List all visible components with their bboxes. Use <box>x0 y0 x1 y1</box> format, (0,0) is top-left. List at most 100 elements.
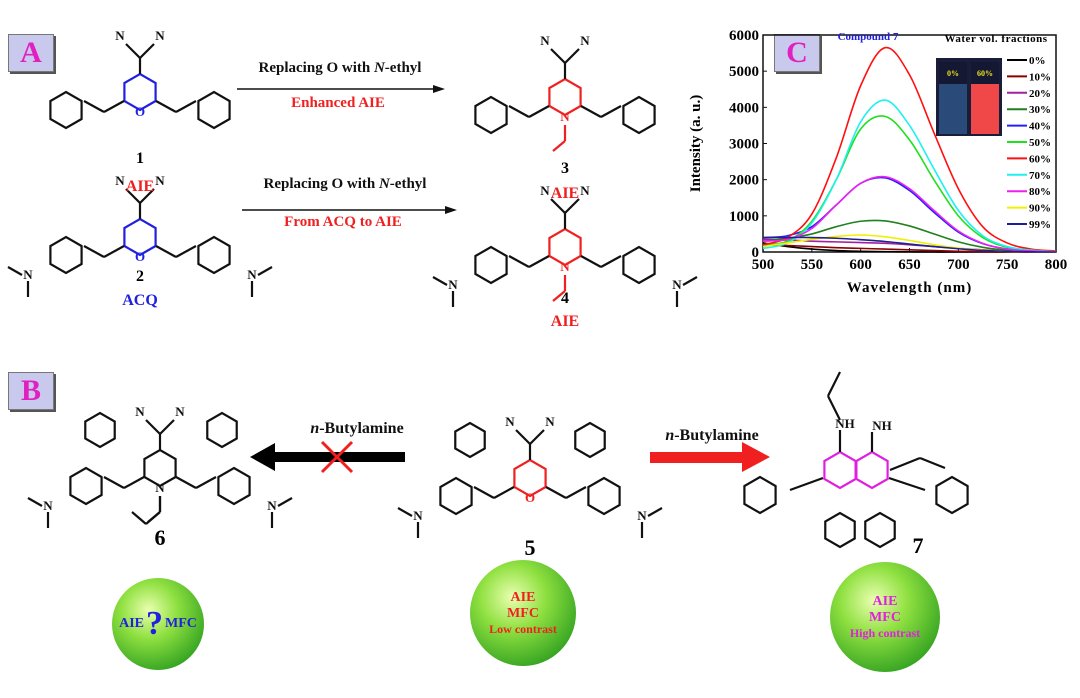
compound1-right-aryl <box>197 90 231 130</box>
bond <box>529 429 545 445</box>
bond <box>889 456 921 472</box>
bond <box>789 476 824 492</box>
legend-label: 99% <box>1029 219 1051 231</box>
legend-label: 30% <box>1029 104 1051 116</box>
compound5-amine-n: N <box>637 508 647 523</box>
compound6-phenyl <box>206 411 238 449</box>
bond <box>155 245 177 258</box>
bond <box>545 486 567 499</box>
compound1-left-aryl <box>49 90 83 130</box>
bond <box>175 245 197 258</box>
bond <box>515 429 531 445</box>
compound1-cyano-n: N <box>115 28 125 43</box>
compound7-ring <box>855 450 889 490</box>
compound6-amine-n: N <box>267 498 277 513</box>
compound6-number: 6 <box>154 525 166 550</box>
reaction-arrowhead <box>742 442 770 472</box>
y-tick-label: 6000 <box>729 28 759 44</box>
bond <box>528 105 550 118</box>
compound3-cyano-n: N <box>580 33 590 48</box>
legend-label: 10% <box>1029 71 1051 83</box>
compound6-amine-n: N <box>43 498 53 513</box>
bond <box>103 245 125 258</box>
compound5-core-ring <box>513 458 547 498</box>
compound6-left-aryl <box>69 466 103 506</box>
compound5-left-aryl <box>439 476 473 516</box>
bond <box>550 198 566 214</box>
legend-label: 20% <box>1029 88 1051 100</box>
y-tick-label: 1000 <box>729 209 759 225</box>
cross-mark-icon <box>320 440 354 474</box>
compound5-phenyl <box>454 421 486 459</box>
bond <box>7 266 23 276</box>
reaction-arrow-shaft <box>650 452 745 463</box>
compound3-tag: AIE <box>550 185 580 202</box>
bond <box>155 100 177 113</box>
compound5-amine-n: N <box>413 508 423 523</box>
compound6-heteroatom: N <box>155 480 165 495</box>
x-tick-label: 500 <box>752 257 775 273</box>
x-tick-label: 750 <box>996 257 1019 273</box>
compound6-cyano-n: N <box>135 404 145 419</box>
compound3-cyano-n: N <box>540 33 550 48</box>
bond <box>827 371 841 397</box>
y-tick-label: 5000 <box>729 64 759 80</box>
x-axis-label: Wavelength (nm) <box>847 280 972 296</box>
reaction2-result: From ACQ to AIE <box>284 214 402 230</box>
bond <box>175 476 197 489</box>
bond <box>27 497 43 507</box>
x-tick-label: 550 <box>801 257 824 273</box>
compound2-amine-n: N <box>23 267 33 282</box>
series-line-80pct <box>762 175 1057 253</box>
bond <box>175 100 197 113</box>
compound2-number: 2 <box>136 268 144 285</box>
bond <box>493 486 515 499</box>
y-tick-label: 2000 <box>729 173 759 189</box>
compound2-left-aryl <box>49 235 83 275</box>
reaction1-condition: Replacing O with N-ethyl <box>258 60 422 76</box>
compound6-property-sphere: AIE ? MFC <box>112 578 204 670</box>
sphere7-line2: MFC <box>869 609 901 625</box>
compound3-number: 3 <box>561 160 569 177</box>
bond <box>564 198 580 214</box>
compound2-tag: ACQ <box>122 292 158 309</box>
compound7-phenyl <box>864 511 896 549</box>
bond <box>103 476 125 489</box>
series-line-99pct <box>763 236 1057 253</box>
bond <box>159 419 175 435</box>
bond <box>552 290 566 302</box>
compound4-number: 4 <box>561 290 569 307</box>
compound3-heteroatom: N <box>560 109 570 124</box>
y-tick-label: 3000 <box>729 137 759 153</box>
legend-label: 0% <box>1029 55 1046 67</box>
compound1-number: 1 <box>136 150 144 167</box>
bond <box>565 486 587 499</box>
bond <box>508 105 530 118</box>
bond <box>600 255 622 268</box>
bond <box>528 255 550 268</box>
bond <box>552 140 566 152</box>
bond <box>473 486 495 499</box>
compound4-amine-n: N <box>672 277 682 292</box>
bond <box>564 48 580 64</box>
compound6-phenyl <box>84 411 116 449</box>
legend-label: 50% <box>1029 137 1051 149</box>
bond <box>397 507 413 517</box>
bond <box>277 497 293 507</box>
compound7-phenyl <box>824 511 856 549</box>
compound4-tag: AIE <box>550 313 580 330</box>
bond <box>647 507 663 517</box>
series-line-30pct <box>762 219 1057 253</box>
bond <box>508 255 530 268</box>
compound4-heteroatom: N <box>560 259 570 274</box>
sphere5-line2: MFC <box>507 605 539 621</box>
bond <box>125 43 141 59</box>
x-tick-label: 650 <box>898 257 921 273</box>
compound2-cyano-n: N <box>155 173 165 188</box>
bond <box>145 419 161 435</box>
sphere6-question: ? <box>146 605 163 642</box>
compound7-property-sphere: AIE MFC High contrast <box>830 562 940 672</box>
reaction1-arrowhead <box>433 85 445 93</box>
bond <box>83 100 105 113</box>
